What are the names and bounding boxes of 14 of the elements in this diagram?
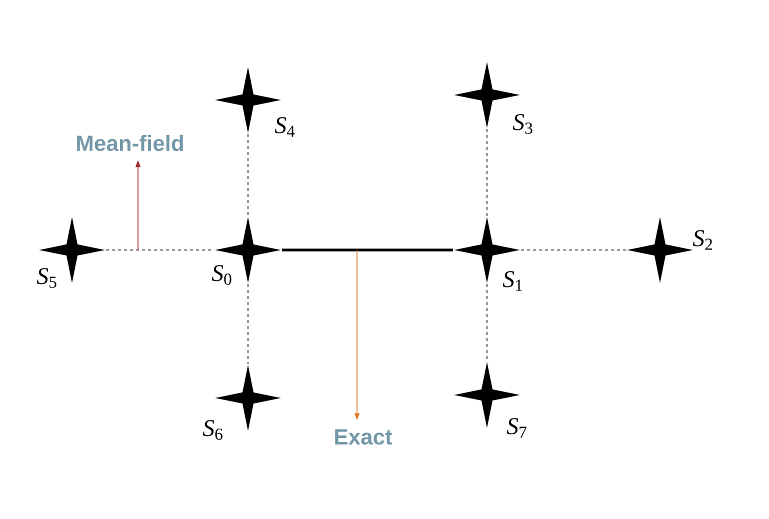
method-label: Mean-field — [77, 134, 183, 152]
state-label: S$_{7}$ — [506, 418, 526, 438]
state-label: S$_{1}$ — [502, 271, 522, 291]
method-label: Exact — [335, 429, 392, 445]
connector-line — [486, 128, 488, 216]
state-label: S$_{5}$ — [36, 268, 56, 288]
connector-line — [282, 248, 453, 252]
connector-line — [486, 284, 488, 362]
state-label: S$_{6}$ — [202, 420, 222, 440]
star-point — [627, 217, 693, 283]
state-label: S$_{3}$ — [512, 114, 532, 134]
state-label: S$_{4}$ — [274, 117, 295, 137]
state-label: S$_{2}$ — [692, 230, 712, 250]
state-label: S$_{0}$ — [212, 265, 232, 285]
